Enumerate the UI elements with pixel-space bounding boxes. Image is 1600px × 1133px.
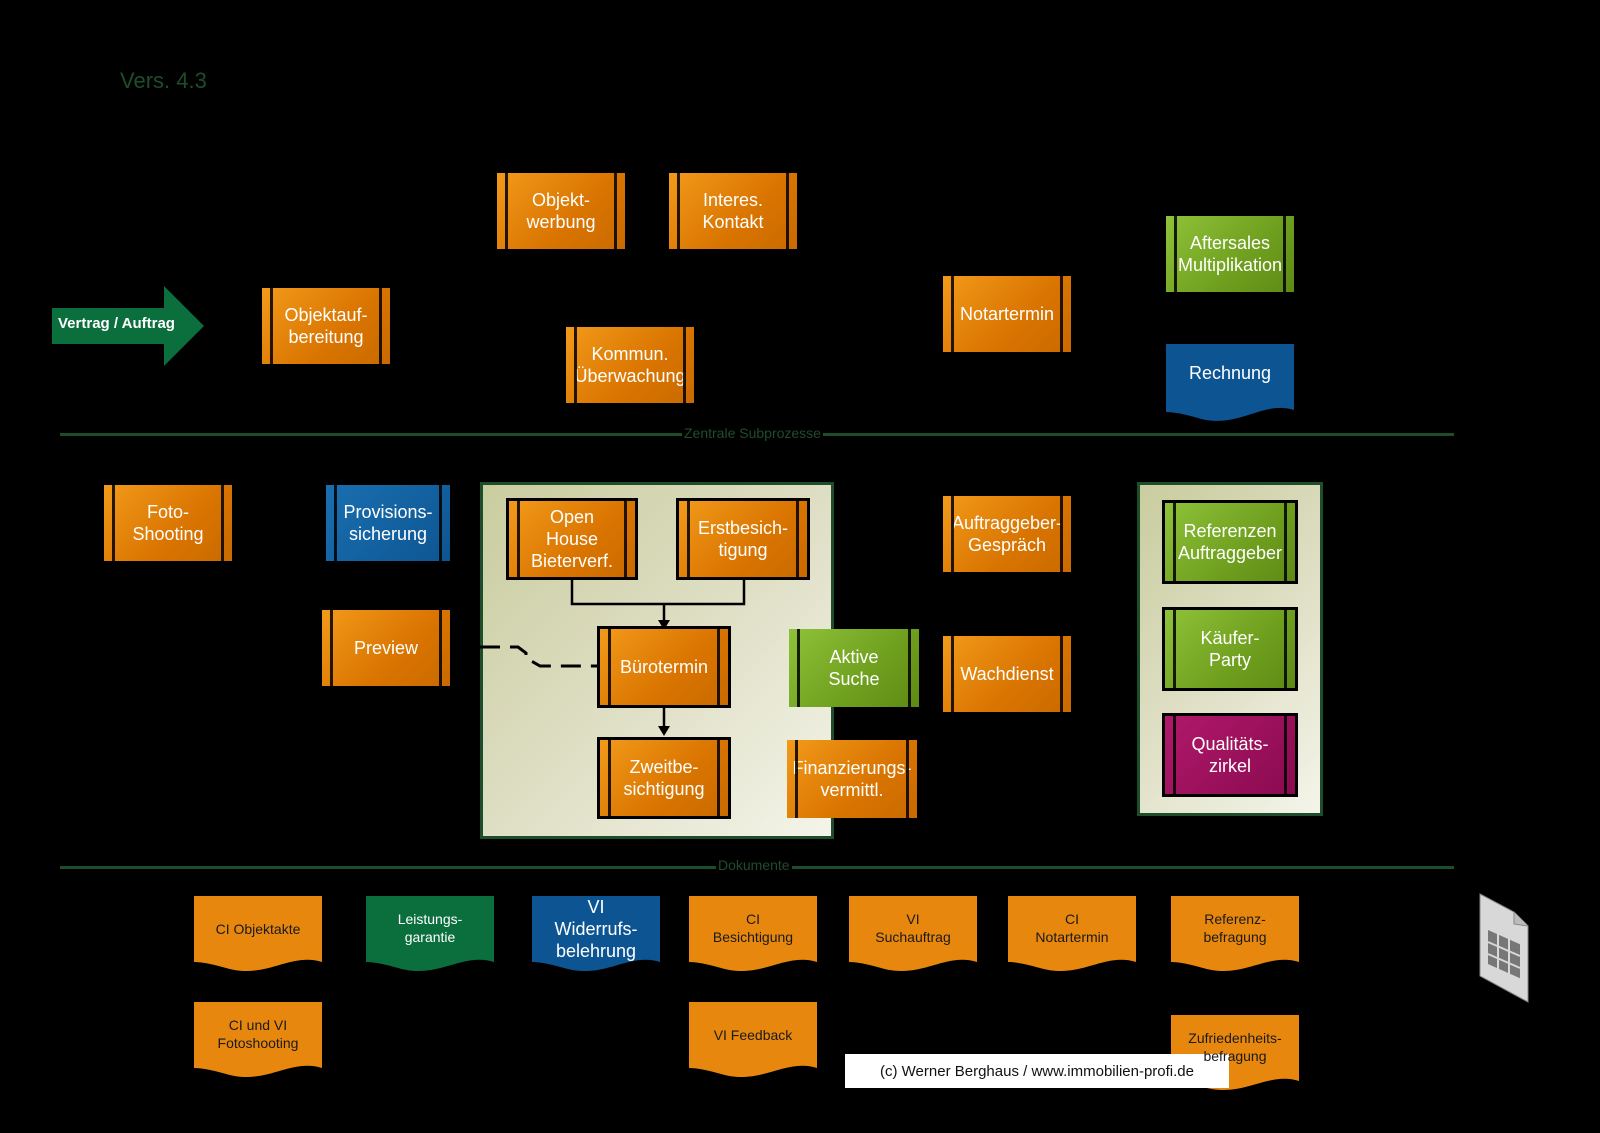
start-arrow-label: Vertrag / Auftrag bbox=[58, 315, 175, 332]
document-leistungsgarantie-label: Leistungs- garantie bbox=[397, 911, 463, 945]
document-leistungsgarantie[interactable]: Leistungs- garantie bbox=[366, 896, 494, 972]
document-rechnung[interactable]: Rechnung bbox=[1166, 344, 1294, 424]
document-vi-feedback-label: VI Feedback bbox=[713, 1027, 793, 1043]
process-buerotermin[interactable]: Bürotermin bbox=[597, 626, 731, 708]
document-vi-suchauftrag[interactable]: VI Suchauftrag bbox=[849, 896, 977, 972]
process-provisionssicherung[interactable]: Provisions- sicherung bbox=[326, 485, 450, 561]
process-notartermin[interactable]: Notartermin bbox=[943, 276, 1071, 352]
process-open-house[interactable]: Open House Bieterverf. bbox=[506, 498, 638, 580]
document-ci-vi-fotoshooting-label: CI und VI Fotoshooting bbox=[217, 1017, 299, 1051]
document-referenzbefragung[interactable]: Referenz- befragung bbox=[1171, 896, 1299, 972]
process-foto-shooting[interactable]: Foto- Shooting bbox=[104, 485, 232, 561]
document-ci-vi-fotoshooting-shape bbox=[194, 1002, 322, 1078]
document-rechnung-shape bbox=[1166, 344, 1294, 421]
document-vi-feedback-shape bbox=[689, 1002, 817, 1078]
document-rechnung-label: Rechnung bbox=[1188, 363, 1272, 383]
document-ci-objektakte-label: CI Objektakte bbox=[215, 921, 301, 937]
process-kommunikation-ueberwachung[interactable]: Kommun. Überwachung bbox=[566, 327, 694, 403]
document-ci-besichtigung-shape bbox=[689, 896, 817, 972]
document-ci-besichtigung-label: CI Besichtigung bbox=[712, 911, 794, 945]
section-label-dokumente: Dokumente bbox=[716, 857, 792, 873]
document-ci-notartermin[interactable]: CI Notartermin bbox=[1008, 896, 1136, 972]
document-referenzbefragung-label: Referenz- befragung bbox=[1203, 911, 1267, 945]
process-preview[interactable]: Preview bbox=[322, 610, 450, 686]
process-qualitaetszirkel[interactable]: Qualitäts- zirkel bbox=[1162, 713, 1298, 797]
start-arrow bbox=[52, 286, 204, 366]
document-leistungsgarantie-shape bbox=[366, 896, 494, 972]
process-kaeufer-party[interactable]: Käufer- Party bbox=[1162, 607, 1298, 691]
connector-lines bbox=[480, 580, 746, 736]
document-vi-suchauftrag-shape bbox=[849, 896, 977, 972]
document-vi-suchauftrag-label: VI Suchauftrag bbox=[875, 911, 951, 945]
copyright-notice: (c) Werner Berghaus / www.immobilien-pro… bbox=[845, 1054, 1229, 1088]
document-widerrufsbelehrung-label: VI Widerrufs- belehrung bbox=[554, 897, 638, 961]
document-zufriedenheitsbefragung-label: Zufriedenheits- befragung bbox=[1188, 1030, 1282, 1064]
document-ci-vi-fotoshooting[interactable]: CI und VI Fotoshooting bbox=[194, 1002, 322, 1078]
document-widerrufsbelehrung[interactable]: VI Widerrufs- belehrung bbox=[532, 896, 660, 972]
process-interessent-kontakt[interactable]: Interes. Kontakt bbox=[669, 173, 797, 249]
process-wachdienst[interactable]: Wachdienst bbox=[943, 636, 1071, 712]
process-zweitbesichtigung[interactable]: Zweitbe- sichtigung bbox=[597, 737, 731, 819]
document-ci-besichtigung[interactable]: CI Besichtigung bbox=[689, 896, 817, 972]
process-aktive-suche[interactable]: Aktive Suche bbox=[789, 629, 919, 707]
spreadsheet-file-icon[interactable] bbox=[1478, 892, 1534, 1004]
process-objektwerbung[interactable]: Objekt- werbung bbox=[497, 173, 625, 249]
process-erstbesichtigung[interactable]: Erstbesich- tigung bbox=[676, 498, 810, 580]
document-widerrufsbelehrung-shape bbox=[532, 896, 660, 972]
document-ci-objektakte-shape bbox=[194, 896, 322, 972]
process-referenzen-auftraggeber[interactable]: Referenzen Auftraggeber bbox=[1162, 500, 1298, 584]
process-aftersales[interactable]: Aftersales Multiplikation bbox=[1166, 216, 1294, 292]
process-objektaufbereitung[interactable]: Objektauf- bereitung bbox=[262, 288, 390, 364]
process-auftraggeber-gespraech[interactable]: Auftraggeber- Gespräch bbox=[943, 496, 1071, 572]
document-vi-feedback[interactable]: VI Feedback bbox=[689, 1002, 817, 1078]
document-referenzbefragung-shape bbox=[1171, 896, 1299, 972]
document-ci-objektakte[interactable]: CI Objektakte bbox=[194, 896, 322, 972]
document-ci-notartermin-shape bbox=[1008, 896, 1136, 972]
version-label: Vers. 4.3 bbox=[120, 68, 207, 93]
section-label-subprozesse: Zentrale Subprozesse bbox=[682, 425, 823, 441]
process-finanzierungsvermittlung[interactable]: Finanzierungs- vermittl. bbox=[787, 740, 917, 818]
document-ci-notartermin-label: CI Notartermin bbox=[1035, 911, 1109, 945]
